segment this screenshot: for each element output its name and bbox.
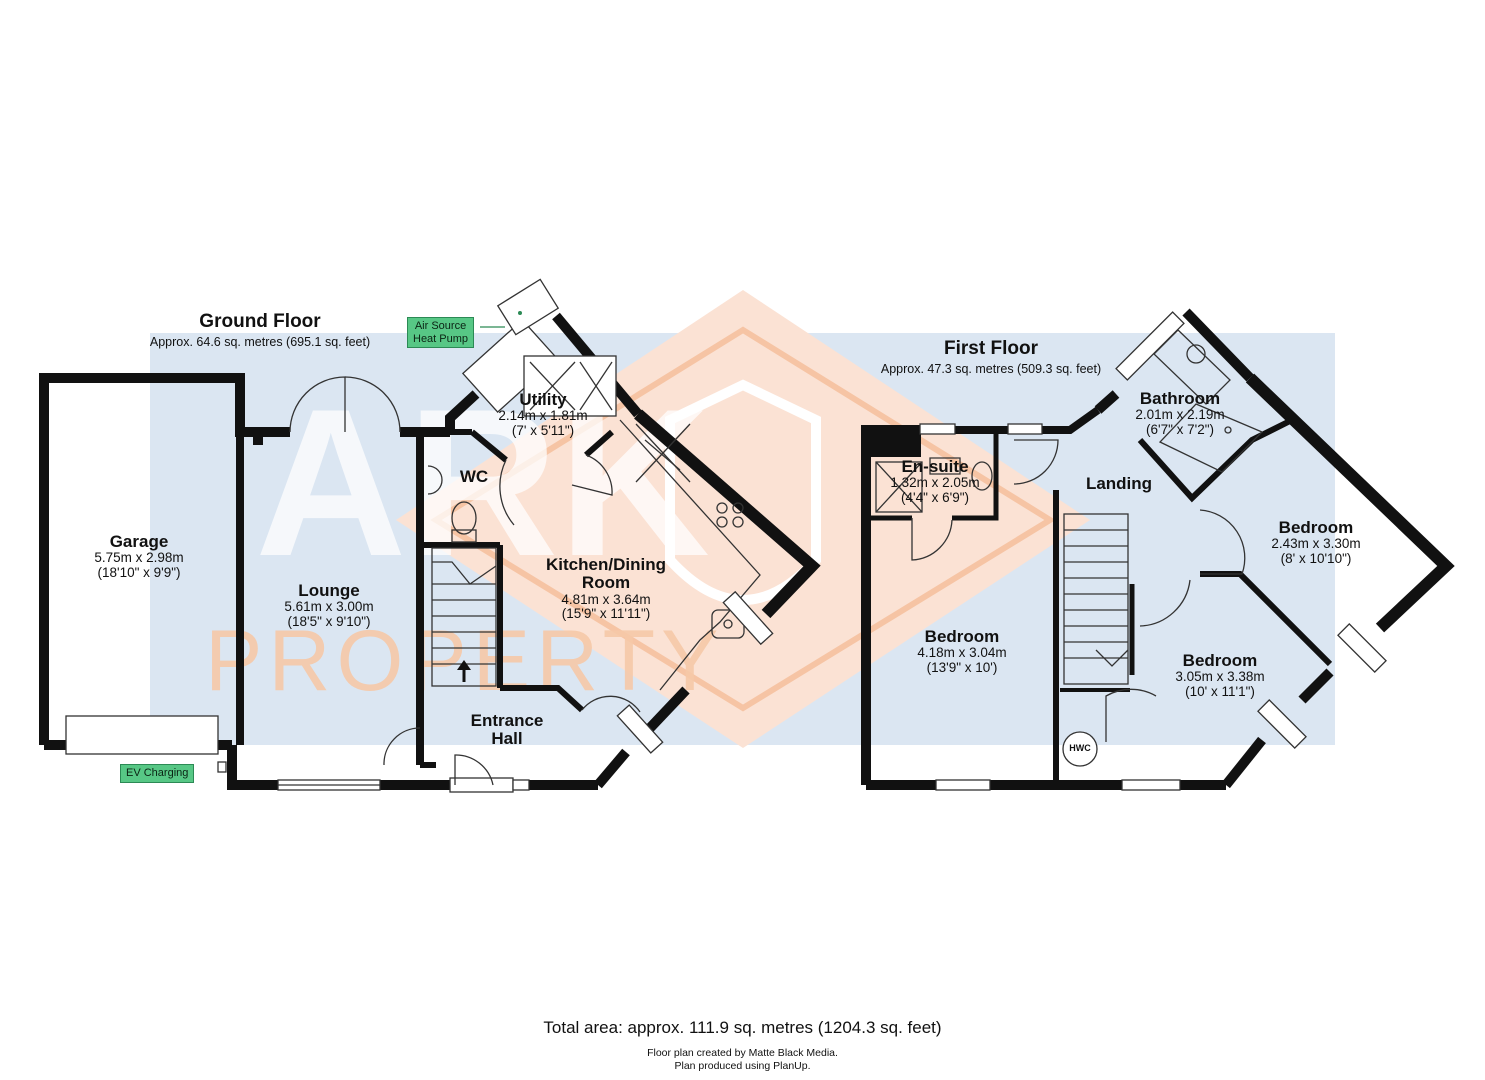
ground-floor-heading: Ground Floor: [199, 311, 321, 332]
room-bedroom-main: Bedroom 4.18m x 3.04m (13'9" x 10'): [917, 627, 1007, 676]
room-wc: WC: [459, 467, 489, 486]
room-bedroom-east: Bedroom 2.43m x 3.30m (8' x 10'10"): [1271, 518, 1361, 567]
room-imperial: (4'4" x 6'9"): [900, 489, 970, 505]
room-metric: 4.18m x 3.04m: [917, 645, 1007, 661]
ground-floor-walls: [39, 312, 821, 790]
room-imperial: (15'9" x 11'11"): [561, 606, 651, 622]
first-floor-title: First Floor Approx. 47.3 sq. metres (509…: [881, 338, 1101, 376]
room-name: Entrance Hall: [470, 711, 544, 749]
room-lounge: Lounge 5.61m x 3.00m (18'5" x 9'10"): [284, 581, 374, 630]
room-utility: Utility 2.14m x 1.81m (7' x 5'11"): [498, 390, 588, 439]
first-floor-walls: [861, 308, 1455, 790]
room-entrance-hall: Entrance Hall: [470, 711, 544, 749]
room-imperial: (18'5" x 9'10"): [287, 613, 371, 629]
first-floor-fixtures: [875, 311, 1387, 791]
room-imperial: (18'10" x 9'9"): [97, 564, 181, 580]
svg-text:PROPERTY: PROPERTY: [205, 613, 725, 709]
ev-charging-tag: EV Charging: [120, 764, 195, 783]
ground-floor-area: Approx. 64.6 sq. metres (695.1 sq. feet): [149, 335, 371, 349]
room-metric: 2.43m x 3.30m: [1271, 536, 1361, 552]
room-imperial: (7' x 5'11"): [511, 422, 575, 438]
room-metric: 5.75m x 2.98m: [94, 550, 184, 566]
room-name: Bedroom: [1278, 518, 1354, 537]
room-name: Landing: [1085, 474, 1153, 493]
stair-arrow-icon: [457, 660, 471, 682]
room-name: Bedroom: [924, 627, 1000, 646]
total-area: Total area: approx. 111.9 sq. metres (12…: [543, 1018, 942, 1037]
room-imperial: (13'9" x 10'): [926, 659, 998, 675]
room-imperial: (10' x 11'1"): [1185, 683, 1255, 699]
room-metric: 1.32m x 2.05m: [890, 475, 980, 491]
room-name: Utility: [519, 390, 567, 409]
ground-floor-fixtures: [65, 278, 774, 793]
room-metric: 5.61m x 3.00m: [284, 599, 374, 615]
room-name: Lounge: [298, 581, 360, 600]
credit-line-1: Floor plan created by Matte Black Media.: [647, 1047, 838, 1059]
room-kitchen-dining: Kitchen/Dining Room 4.81m x 3.64m (15'9"…: [546, 555, 666, 622]
room-en-suite: En-suite 1.32m x 2.05m (4'4" x 6'9"): [890, 457, 980, 506]
room-name: En-suite: [901, 457, 969, 476]
ark-property-watermark: ARK PROPERTY: [150, 290, 1335, 748]
room-metric: 4.81m x 3.64m: [561, 591, 651, 607]
plan-credits: Floor plan created by Matte Black Media.…: [0, 1047, 1485, 1072]
hwc-label: HWC: [1069, 743, 1091, 753]
credit-line-2: Plan produced using PlanUp.: [674, 1059, 811, 1072]
room-metric: 2.01m x 2.19m: [1135, 407, 1225, 423]
room-name: Kitchen/Dining Room: [546, 555, 666, 593]
room-name: Bedroom: [1182, 651, 1258, 670]
room-garage: Garage 5.75m x 2.98m (18'10" x 9'9"): [94, 532, 184, 581]
room-name: WC: [459, 467, 489, 486]
room-metric: 2.14m x 1.81m: [498, 408, 588, 424]
first-floor-area: Approx. 47.3 sq. metres (509.3 sq. feet): [880, 362, 1102, 376]
room-name: Garage: [109, 532, 169, 551]
air-source-heat-pump-tag: Air Source Heat Pump: [407, 317, 475, 349]
room-bathroom: Bathroom 2.01m x 2.19m (6'7" x 7'2"): [1135, 389, 1225, 438]
ground-floor-title: Ground Floor Approx. 64.6 sq. metres (69…: [150, 311, 370, 349]
room-imperial: (8' x 10'10"): [1280, 550, 1352, 566]
room-landing: Landing: [1085, 474, 1153, 493]
room-bedroom-south: Bedroom 3.05m x 3.38m (10' x 11'1"): [1175, 651, 1265, 700]
room-imperial: (6'7" x 7'2"): [1145, 421, 1215, 437]
first-floor-heading: First Floor: [944, 338, 1038, 359]
room-metric: 3.05m x 3.38m: [1175, 669, 1265, 685]
room-name: Bathroom: [1139, 389, 1221, 408]
